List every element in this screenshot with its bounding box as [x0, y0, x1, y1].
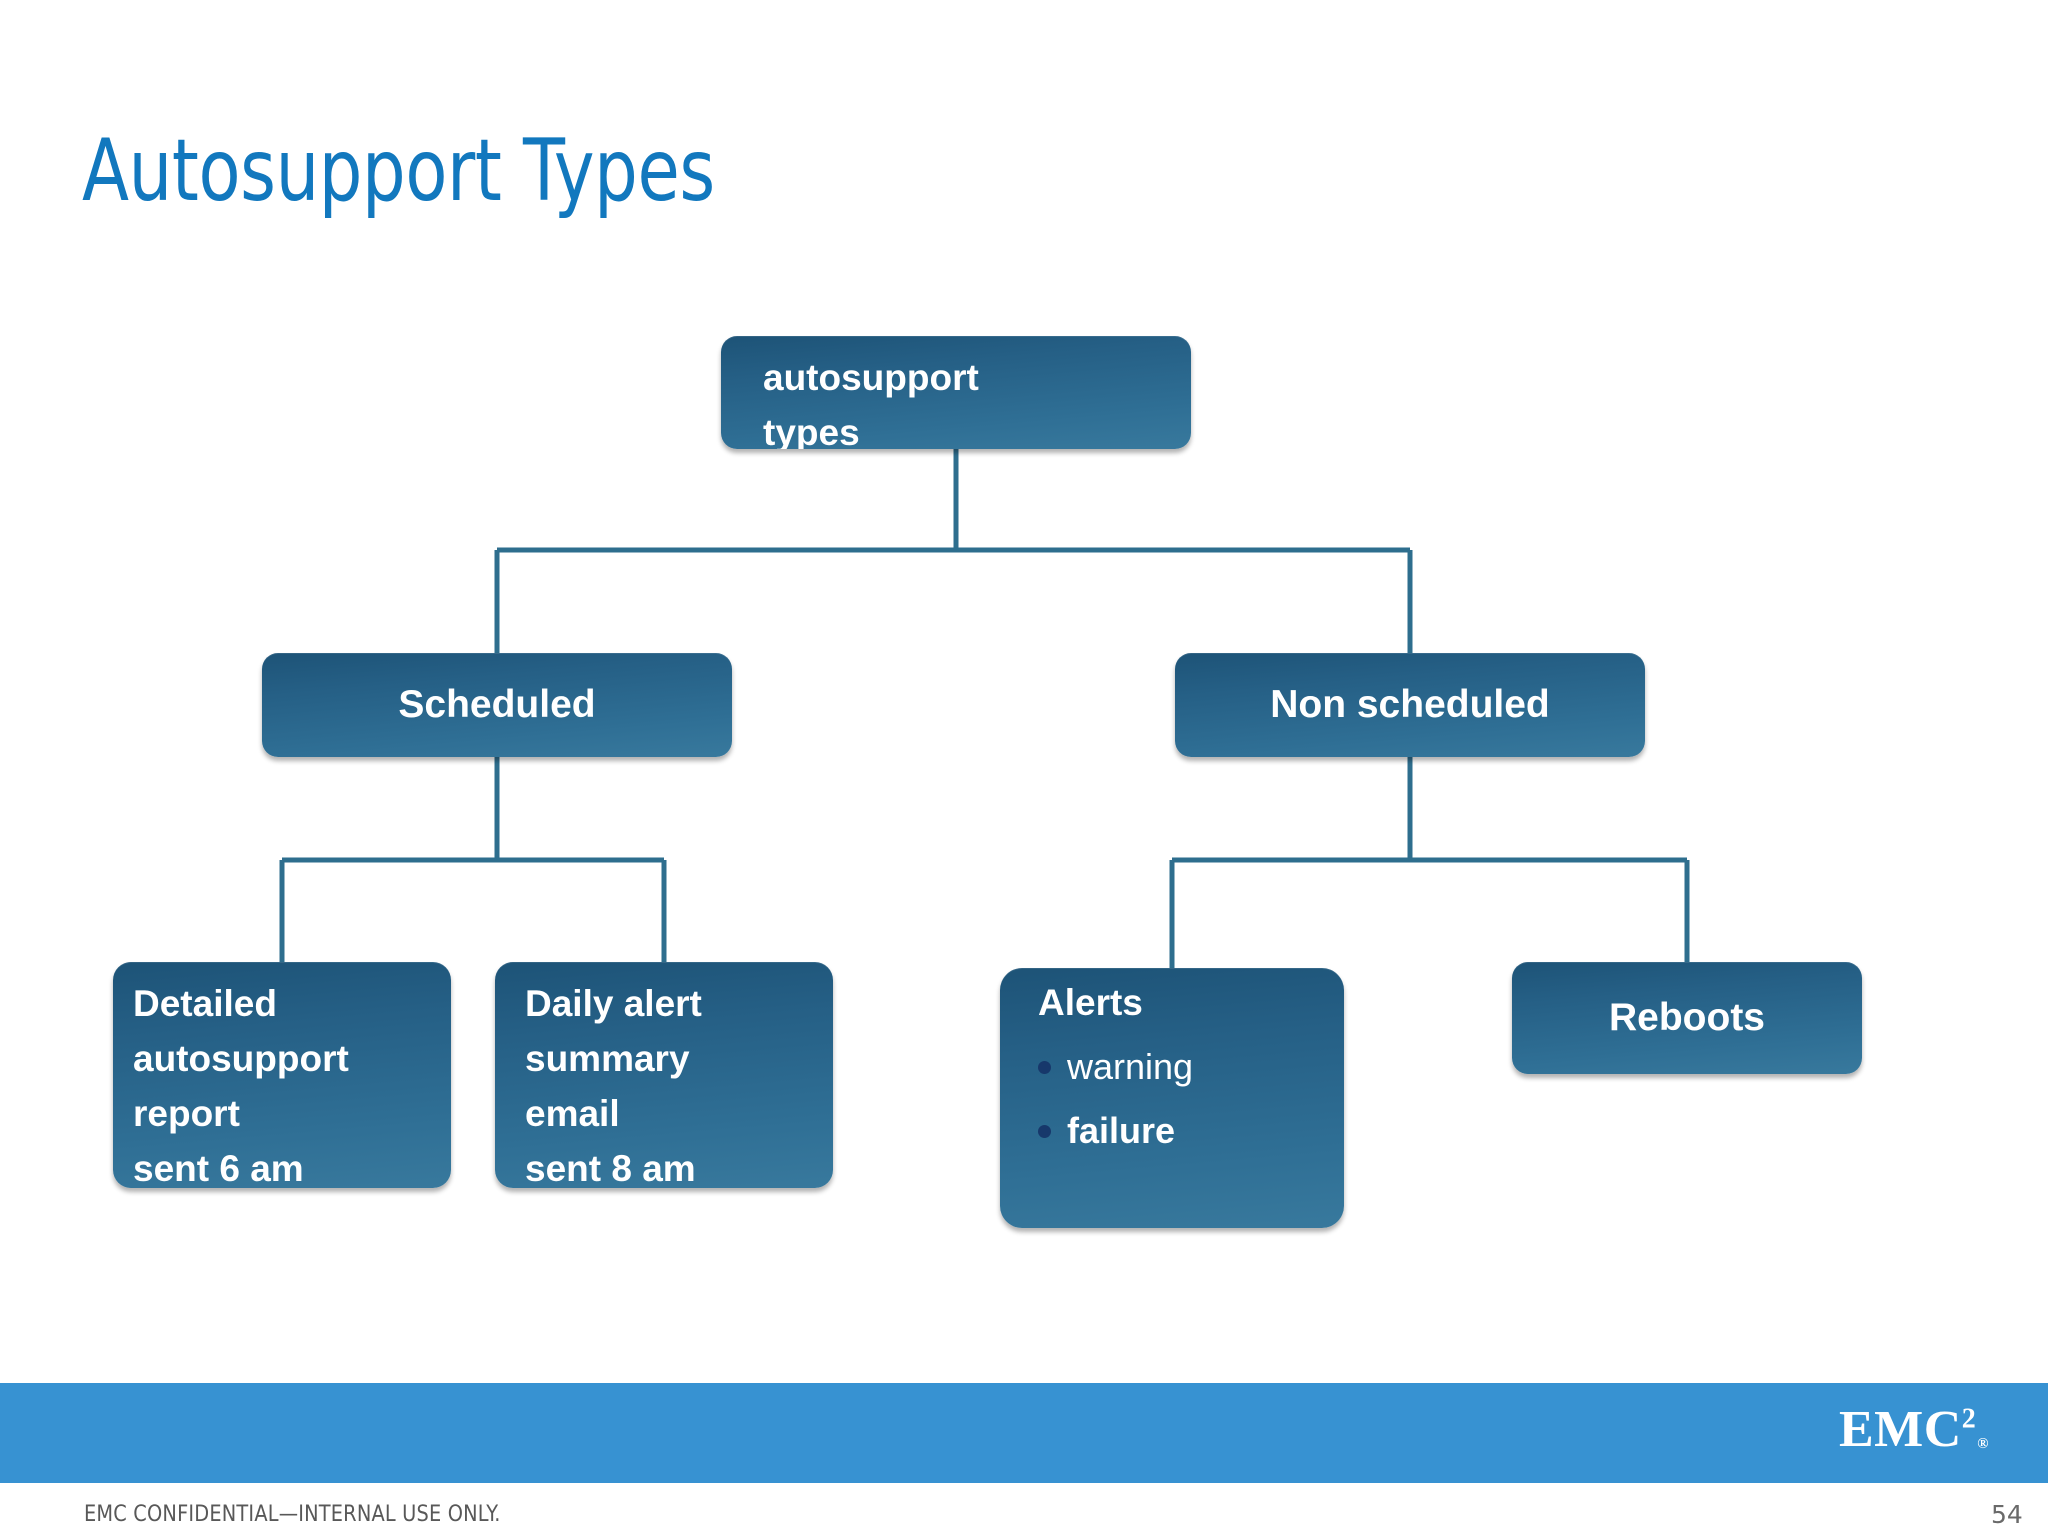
node-alerts-heading: Alerts [1038, 982, 1143, 1023]
emc-logo-wordmark: EMC [1838, 1401, 1962, 1458]
node-autosupport-types-label: autosupport types [763, 357, 979, 449]
node-reboots-label: Reboots [1609, 996, 1765, 1039]
node-scheduled[interactable]: Scheduled [262, 653, 732, 757]
emc-logo-superscript: 2 [1961, 1403, 1977, 1435]
bullet-dot-icon [1038, 1060, 1051, 1074]
node-detailed-autosupport-report-label: Detailed autosupport report sent 6 am [133, 983, 349, 1188]
alerts-bullet-failure-label: failure [1067, 1110, 1176, 1151]
registered-trademark-icon: ® [1977, 1436, 1989, 1452]
autosupport-types-tree-diagram: autosupport types Scheduled Non schedule… [113, 336, 1862, 1228]
node-detailed-autosupport-report[interactable]: Detailed autosupport report sent 6 am [113, 962, 451, 1188]
bullet-dot-icon [1038, 1124, 1051, 1138]
footer-band [0, 1383, 2048, 1483]
node-daily-alert-summary-email[interactable]: Daily alert summary email sent 8 am [495, 962, 833, 1188]
node-reboots[interactable]: Reboots [1512, 962, 1862, 1074]
alerts-bullet-failure: failure [1038, 1113, 1344, 1149]
alerts-bullet-warning-label: warning [1067, 1046, 1194, 1087]
node-autosupport-types[interactable]: autosupport types [721, 336, 1191, 449]
alerts-bullet-warning: warning [1038, 1049, 1344, 1085]
node-daily-alert-summary-email-label: Daily alert summary email sent 8 am [525, 983, 702, 1188]
node-alerts[interactable]: Alerts warning failure [1000, 968, 1344, 1228]
emc-logo: EMC2® [1838, 1401, 1989, 1458]
node-scheduled-label: Scheduled [398, 683, 596, 726]
confidentiality-notice: EMC CONFIDENTIAL—INTERNAL USE ONLY. [84, 1502, 501, 1527]
node-non-scheduled-label: Non scheduled [1270, 683, 1550, 726]
node-non-scheduled[interactable]: Non scheduled [1175, 653, 1645, 757]
page-title: Autosupport Types [82, 121, 715, 221]
page-number: 54 [1991, 1500, 2023, 1529]
connector-lines [279, 449, 1690, 968]
